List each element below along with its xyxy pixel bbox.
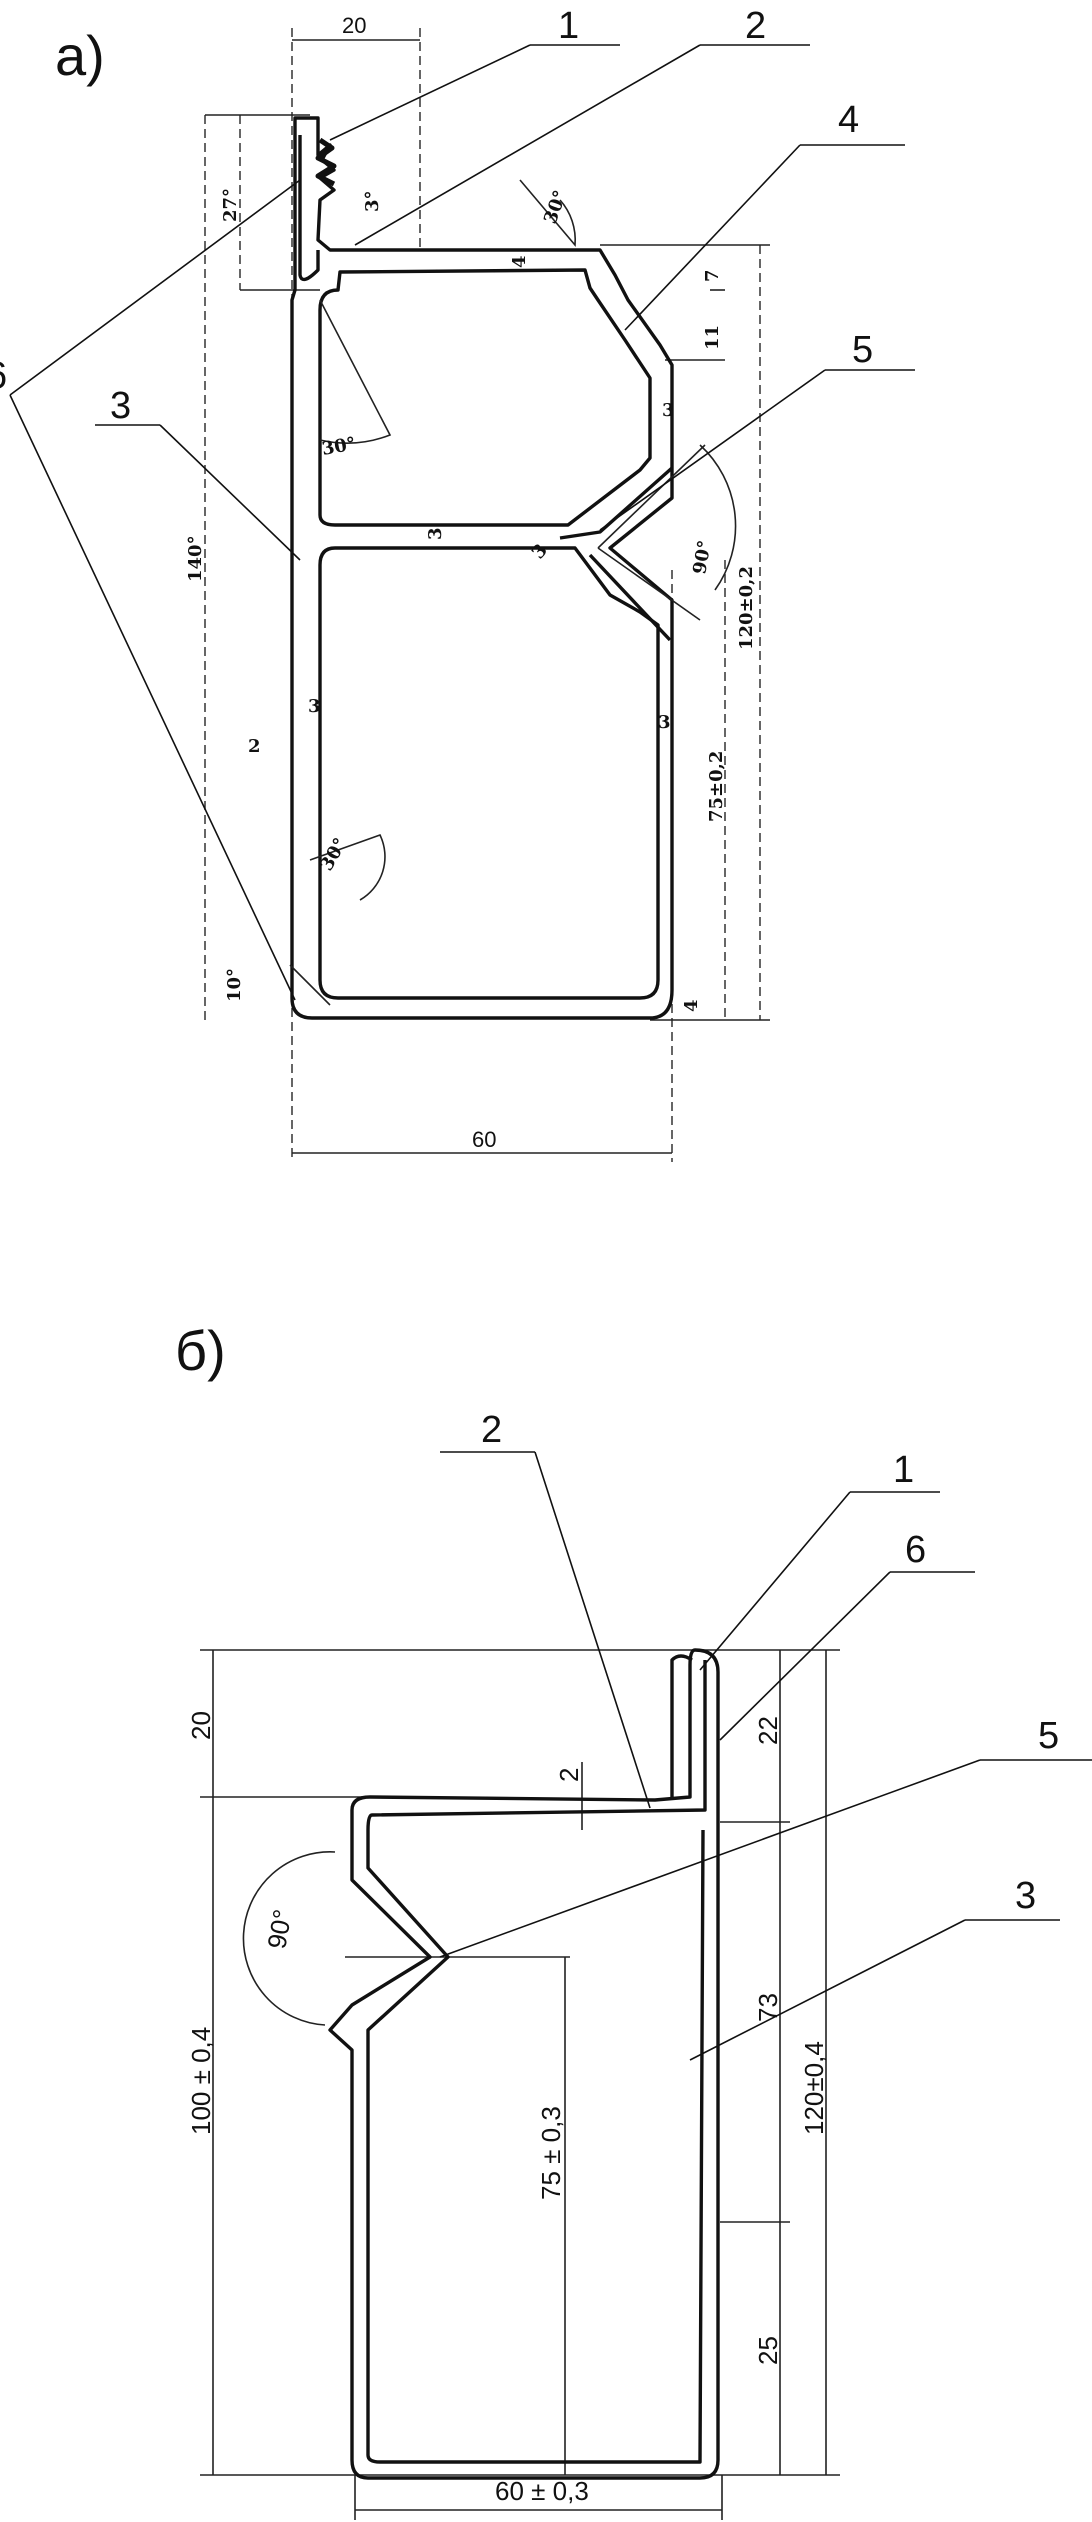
- dim-b-25: 25: [753, 2336, 783, 2365]
- dim-a-30-left: 30°: [320, 433, 357, 460]
- d10-tick: [289, 964, 331, 1006]
- dim-b-20: 20: [186, 1711, 216, 1740]
- leader-6a: [9, 179, 301, 396]
- arc-30-left: [319, 299, 392, 444]
- dim-a-3deg: 3°: [362, 190, 383, 212]
- leader-1: [329, 44, 531, 141]
- dim-a-30-top: 30°: [540, 188, 571, 227]
- panel-a-label: а): [55, 24, 105, 87]
- dim-b-22: 22: [753, 1716, 783, 1745]
- dim-b-75: 75 ± 0,3: [536, 2106, 566, 2200]
- leader-b2: [534, 1451, 651, 1809]
- arc-90-a: [699, 444, 737, 591]
- dim-a-3-diag: 3: [528, 540, 552, 563]
- dim-a-60: 60: [472, 1127, 496, 1152]
- v-ray-1: [597, 444, 706, 549]
- profile-b-lip: [670, 1654, 693, 1800]
- dim-a-7: 7: [702, 269, 723, 282]
- profile-b-inner: [366, 1660, 707, 2464]
- dim-a-3-right: 3: [662, 400, 675, 421]
- dim-a-90: 90°: [689, 539, 716, 576]
- panel-b-label: б): [175, 1319, 226, 1382]
- dim-a-4-top: 4: [509, 255, 530, 268]
- arc-30-top: [519, 179, 577, 247]
- arc-90-b: [242, 1851, 336, 2026]
- dim-a-140: 140°: [185, 535, 206, 582]
- callout-3-a: 3: [110, 385, 131, 427]
- dim-a-3-left: 3: [308, 696, 321, 717]
- callout-1-b: 1: [893, 1449, 914, 1491]
- v-rib: [559, 466, 674, 642]
- callout-2-a: 2: [745, 5, 766, 47]
- dim-a-3-mid: 3: [425, 527, 446, 540]
- dim-a-27: 27°: [220, 188, 241, 222]
- dim-a-10: 10°: [224, 968, 245, 1002]
- dim-a-3-right-low: 3: [658, 712, 671, 733]
- panel-b: б) 2 1 6: [175, 1319, 1092, 2520]
- dim-b-90: 90°: [261, 1907, 297, 1951]
- leader-b6: [719, 1571, 891, 1741]
- dim-a-20: 20: [342, 13, 366, 38]
- dim-b-120: 120±0,4: [799, 2041, 829, 2135]
- seal-zigzag: [315, 137, 337, 187]
- leader-4: [624, 144, 801, 331]
- callout-2-b: 2: [481, 1409, 502, 1451]
- dim-a-11: 11: [702, 325, 723, 350]
- leader-6b: [9, 394, 296, 1001]
- dim-b-2: 2: [554, 1768, 584, 1782]
- dim-b-73: 73: [753, 1993, 783, 2022]
- profile-a-outline: [290, 116, 674, 1020]
- callout-4-a: 4: [838, 99, 859, 141]
- dim-b-100: 100 ± 0,4: [186, 2027, 216, 2135]
- callout-1-a: 1: [558, 5, 579, 47]
- leader-5: [599, 369, 826, 531]
- callout-6-b: 6: [905, 1529, 926, 1571]
- profile-b-outline: [328, 1648, 720, 2480]
- dim-a-4-bottom: 4: [681, 999, 702, 1012]
- leader-b3: [689, 1919, 966, 2061]
- callout-6-a: 6: [0, 355, 7, 397]
- cavity-upper: [318, 268, 652, 527]
- callout-5-a: 5: [852, 329, 873, 371]
- v-ray-2: [597, 547, 701, 621]
- panel-a: а): [0, 5, 915, 1162]
- dim-a-120: 120±0,2: [736, 566, 757, 650]
- arc-30-low: [309, 834, 386, 901]
- leader-b5: [439, 1759, 981, 1958]
- callout-5-b: 5: [1038, 1715, 1059, 1757]
- dim-a-2-left: 2: [248, 736, 261, 757]
- leader-2: [354, 44, 701, 246]
- dim-b-60: 60 ± 0,3: [495, 2476, 589, 2506]
- dim-a-75: 75±0,2: [706, 751, 727, 822]
- leader-b1: [699, 1491, 851, 1671]
- cavity-lower: [318, 546, 660, 1000]
- leader-3: [159, 424, 301, 561]
- callout-3-b: 3: [1015, 1875, 1036, 1917]
- hook-stem: [298, 135, 320, 282]
